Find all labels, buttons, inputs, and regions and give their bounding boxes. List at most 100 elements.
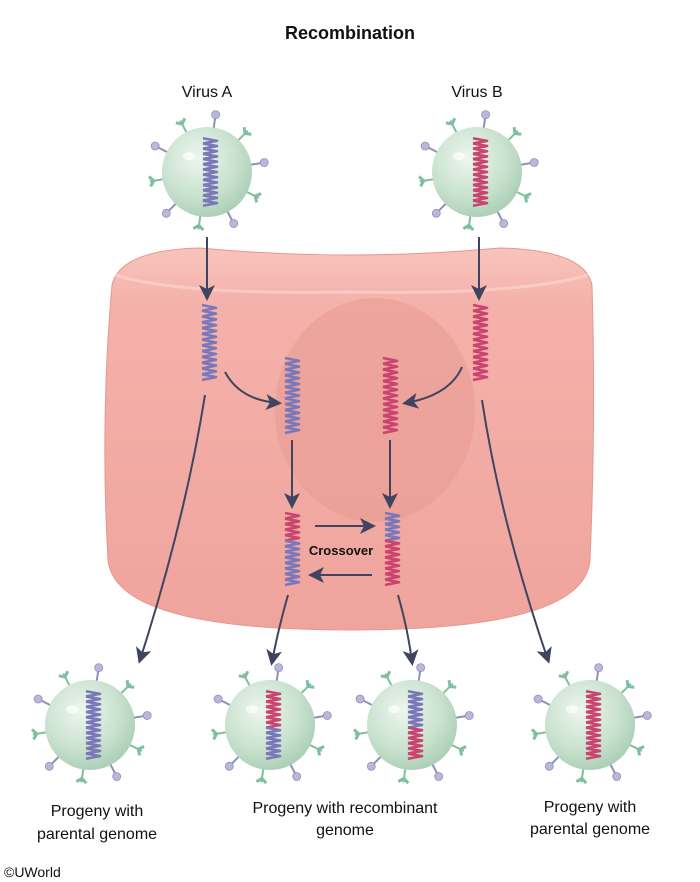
spike-knob: [434, 772, 444, 781]
capsid: [367, 680, 457, 770]
spike-knob: [150, 141, 160, 151]
spike-fork: [210, 728, 219, 741]
arrow-b-to-nucleus: [402, 366, 463, 409]
genome-b-cytoplasm: [472, 303, 489, 382]
genome-a-cytoplasm: [201, 303, 218, 382]
spike-knob: [213, 694, 223, 704]
spike-fork: [512, 127, 522, 136]
spike-fork: [523, 192, 532, 203]
viral-genome: [265, 689, 282, 761]
viruses: [30, 110, 652, 785]
progeny-recombinant-label-line1: Progeny with recombinant: [253, 800, 439, 817]
progeny-recombinant-label-line2: genome: [316, 822, 374, 839]
spike-knob: [481, 110, 491, 120]
spike-knob: [274, 663, 284, 673]
arrows: [136, 237, 552, 666]
viral-genome: [202, 136, 219, 208]
progeny-virus-3: [352, 663, 474, 785]
spike-knob: [211, 110, 221, 120]
arrow-b-to-progeny: [481, 399, 552, 664]
spike-knob: [229, 219, 239, 228]
nucleus: [275, 298, 475, 522]
arrow-recombinant-2: [397, 594, 419, 666]
viral-genome: [407, 689, 424, 761]
progeny-virus-2: [210, 663, 332, 785]
spike-fork: [253, 192, 262, 203]
spike-knob: [612, 772, 622, 781]
genome-crossover-left: [284, 511, 301, 587]
spike-fork: [530, 728, 539, 741]
spike-knob: [420, 141, 430, 151]
spike-knob: [33, 694, 43, 704]
spike-knob: [431, 208, 441, 218]
viral-genome: [472, 136, 489, 208]
genome-a-nucleus: [284, 356, 301, 435]
spike-fork: [136, 745, 145, 756]
genome-b-nucleus: [382, 356, 399, 435]
spike-fork: [352, 728, 361, 741]
capsid: [225, 680, 315, 770]
spike-fork: [58, 670, 70, 679]
arrow-recombinant-1: [266, 594, 289, 666]
spike-fork: [305, 680, 315, 689]
genome-crossover-right: [384, 511, 401, 587]
spike-knob: [224, 761, 234, 771]
spike-fork: [242, 127, 252, 136]
virus-b: [417, 110, 539, 232]
spike-fork: [238, 670, 250, 679]
spike-knob: [594, 663, 604, 673]
spike-fork: [445, 117, 457, 126]
spike-knob: [44, 761, 54, 771]
spike-fork: [458, 745, 467, 756]
spike-fork: [147, 175, 156, 188]
spike-fork: [255, 776, 268, 785]
progeny-virus-4: [530, 663, 652, 785]
spike-fork: [417, 175, 426, 188]
progeny-virus-1: [30, 663, 152, 785]
spike-fork: [75, 776, 88, 785]
spike-fork: [625, 680, 635, 689]
diagram-title: Recombination: [285, 23, 415, 43]
spike-knob: [642, 711, 652, 720]
spike-knob: [161, 208, 171, 218]
arrow-a-to-progeny: [136, 394, 206, 664]
spike-knob: [292, 772, 302, 781]
crossover-label: Crossover: [309, 543, 373, 558]
progeny-1-label-line1: Progeny with: [51, 803, 144, 820]
capsid: [545, 680, 635, 770]
spike-fork: [462, 223, 475, 232]
spike-knob: [112, 772, 122, 781]
arrow-a-to-nucleus: [224, 371, 282, 411]
spike-fork: [316, 745, 325, 756]
spike-fork: [125, 680, 135, 689]
capsid: [162, 127, 252, 217]
spike-knob: [142, 711, 152, 720]
spike-knob: [533, 694, 543, 704]
progeny-1-label-line2: parental genome: [37, 826, 157, 843]
spike-knob: [322, 711, 332, 720]
genomes: [201, 303, 489, 587]
spike-fork: [397, 776, 410, 785]
spike-fork: [175, 117, 187, 126]
host-cell: [104, 247, 595, 631]
spike-knob: [464, 711, 474, 720]
spike-fork: [447, 680, 457, 689]
viral-genome: [85, 689, 102, 761]
virus-a: [147, 110, 269, 232]
spike-knob: [366, 761, 376, 771]
spike-fork: [380, 670, 392, 679]
virus-a-label: Virus A: [182, 84, 233, 101]
spike-knob: [355, 694, 365, 704]
spike-knob: [529, 158, 539, 167]
spike-knob: [499, 219, 509, 228]
spike-fork: [575, 776, 588, 785]
spike-fork: [558, 670, 570, 679]
spike-knob: [544, 761, 554, 771]
progeny-4-label-line2: parental genome: [530, 821, 650, 838]
progeny-4-label-line1: Progeny with: [544, 799, 637, 816]
spike-fork: [30, 728, 39, 741]
viral-genome: [585, 689, 602, 761]
spike-fork: [636, 745, 645, 756]
capsid: [45, 680, 135, 770]
